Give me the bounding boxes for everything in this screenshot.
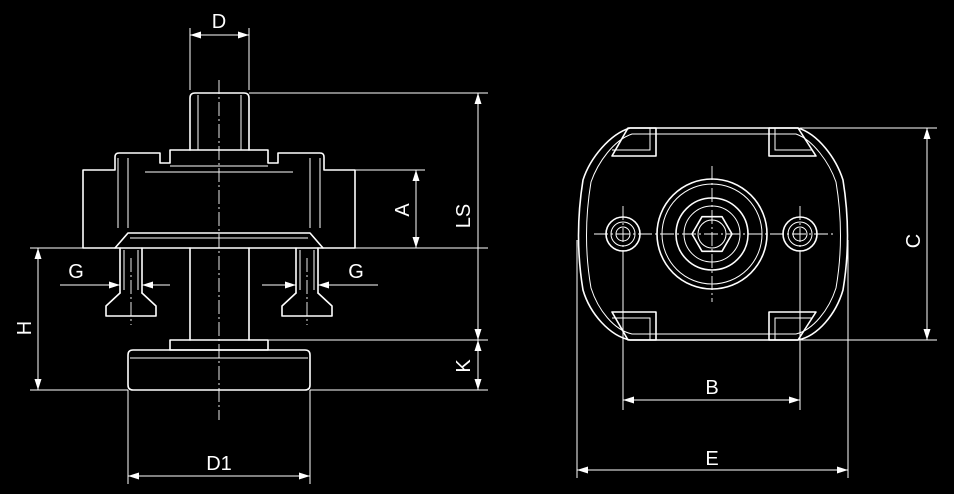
dim-label-B: B — [705, 377, 718, 399]
dim-label-D: D — [212, 11, 226, 33]
dim-label-K: K — [453, 359, 475, 373]
dim-label-C: C — [903, 234, 925, 248]
dim-label-D1: D1 — [206, 453, 232, 475]
pocket-top-left — [611, 127, 657, 157]
pocket-top-right — [768, 127, 817, 157]
dim-label-G-right: G — [348, 261, 364, 283]
side-dimensions: D A LS K H G — [14, 11, 488, 484]
top-dimensions: C B E — [576, 127, 937, 478]
foot-pad — [127, 349, 311, 391]
dim-label-G-left: G — [68, 261, 84, 283]
top-view — [577, 127, 849, 341]
dim-label-E: E — [705, 448, 718, 470]
body-block — [82, 149, 356, 249]
dim-label-H: H — [14, 321, 36, 335]
side-view — [82, 80, 356, 420]
top-stud — [189, 92, 250, 151]
dim-label-LS: LS — [453, 204, 475, 228]
dim-label-A: A — [392, 203, 414, 217]
